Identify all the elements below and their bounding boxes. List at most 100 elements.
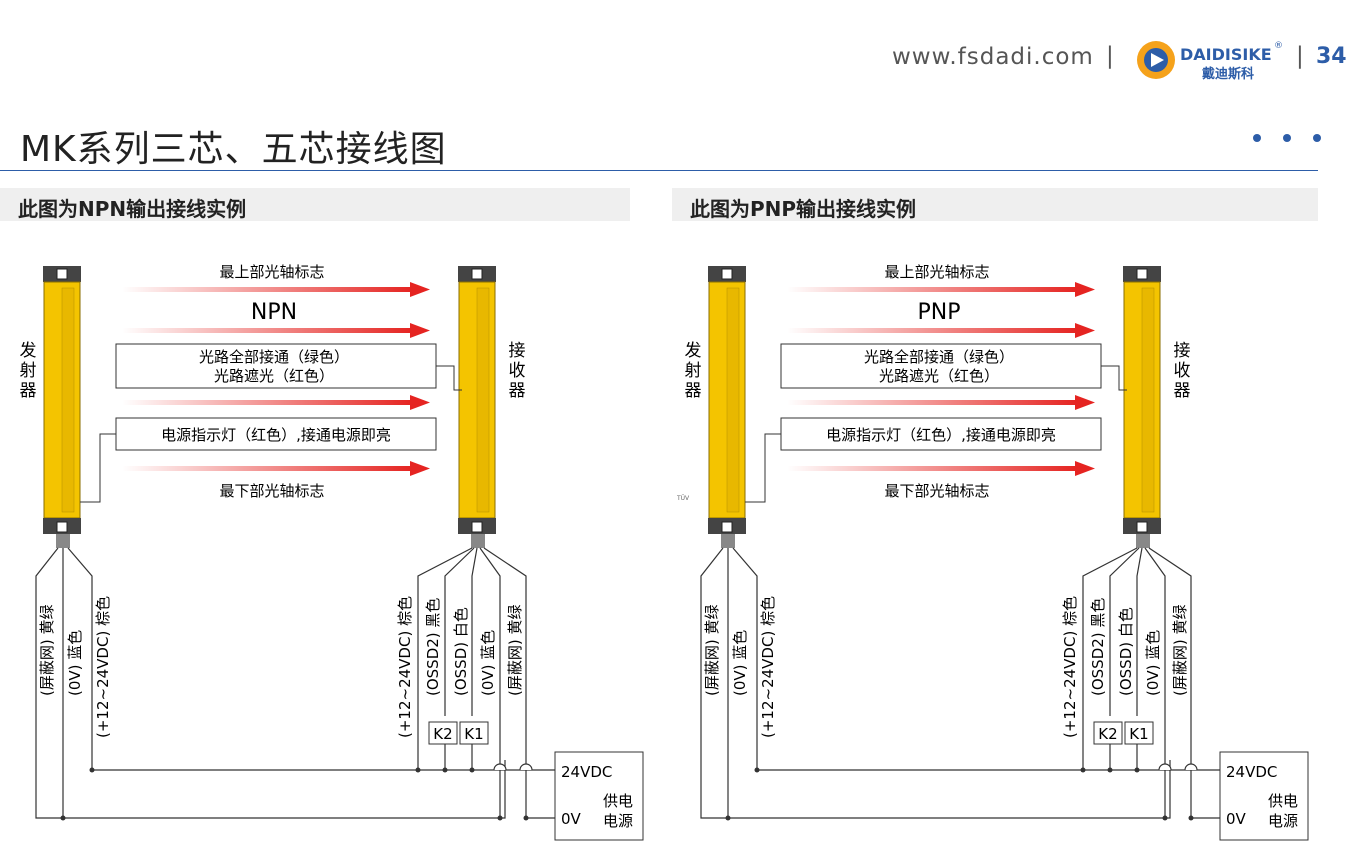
page-number: 34 xyxy=(1316,44,1347,69)
wire-label: (+12~24VDC) 棕色 xyxy=(396,596,414,738)
svg-text:器: 器 xyxy=(20,381,37,401)
beam-arrow xyxy=(122,282,430,297)
wire-label: (+12~24VDC) 棕色 xyxy=(759,596,777,738)
brand-name-cn: 戴迪斯科 xyxy=(1202,66,1254,82)
pnp-diagram-panel: 发 射 器 接 收 器 最上部光轴标志 PNP 最下部光轴标志 光路全部接通（绿… xyxy=(665,240,1315,860)
relay-k1 xyxy=(459,721,489,745)
light-status-leader xyxy=(1101,365,1127,391)
receiver-label: 接 收 器 xyxy=(509,341,526,401)
svg-text:收: 收 xyxy=(1174,361,1191,381)
svg-text:器: 器 xyxy=(509,381,526,401)
bottom-axis-label: 最下部光轴标志 xyxy=(219,482,324,500)
relay-k2-label: K2 xyxy=(433,725,452,743)
beam-arrow xyxy=(787,323,1095,338)
relay-k1-label: K1 xyxy=(1129,725,1148,743)
power-indicator-text: 电源指示灯（红色）,接通电源即亮 xyxy=(826,426,1056,444)
page-title: MK系列三芯、五芯接线图 xyxy=(20,129,447,170)
title-rule xyxy=(0,170,1318,171)
emitter-wire-labels: (屏蔽网) 黄绿 (0V) 蓝色 (+12~24VDC) 棕色 xyxy=(38,596,112,738)
relay-k2-label: K2 xyxy=(1098,725,1117,743)
output-type-label: NPN xyxy=(251,300,297,325)
website-url[interactable]: www.fsdadi.com xyxy=(892,44,1094,70)
supply-label-2: 电源 xyxy=(1268,812,1298,830)
svg-text:发: 发 xyxy=(20,341,37,361)
junction-dots xyxy=(725,767,1194,821)
power-indicator-text: 电源指示灯（红色）,接通电源即亮 xyxy=(161,426,391,444)
power-supply-box xyxy=(1219,751,1309,841)
beam-arrow xyxy=(122,395,430,410)
svg-text:器: 器 xyxy=(685,381,702,401)
receiver-label: 接 收 器 xyxy=(1174,341,1191,401)
receiver-wires xyxy=(417,547,527,818)
wire-label: (OSSD2) 黑色 xyxy=(1089,598,1107,696)
light-beam-arrows xyxy=(122,282,430,476)
svg-text:接: 接 xyxy=(1174,341,1191,361)
relay-k1-label: K1 xyxy=(464,725,483,743)
wire-label: (+12~24VDC) 棕色 xyxy=(1061,596,1079,738)
light-status-line1: 光路全部接通（绿色） xyxy=(864,348,1014,366)
light-status-box xyxy=(780,343,1102,389)
wire-label: (屏蔽网) 黄绿 xyxy=(506,605,524,696)
wiring-diagram: 发 射 器 接 收 器 最上部光轴标志 PNP 最下部光轴标志 光路全部接通（绿… xyxy=(676,263,1309,841)
emitter-wire-labels: (屏蔽网) 黄绿 (0V) 蓝色 (+12~24VDC) 棕色 xyxy=(703,596,777,738)
wire-crossover xyxy=(1158,763,1198,771)
bottom-axis-label: 最下部光轴标志 xyxy=(884,482,989,500)
wire-crossover xyxy=(493,763,533,771)
beam-arrow xyxy=(787,461,1095,476)
light-status-line2: 光路遮光（红色） xyxy=(214,367,334,385)
emitter-sensor xyxy=(43,266,81,548)
wire-label: (屏蔽网) 黄绿 xyxy=(1171,605,1189,696)
relay-k2 xyxy=(428,721,458,745)
light-status-line2: 光路遮光（红色） xyxy=(879,367,999,385)
svg-text:器: 器 xyxy=(1174,381,1191,401)
wire-label: (0V) 蓝色 xyxy=(66,630,84,696)
beam-arrow xyxy=(787,282,1095,297)
wire-label: (屏蔽网) 黄绿 xyxy=(38,605,56,696)
ellipsis-dots-icon xyxy=(1253,134,1321,142)
emitter-sensor xyxy=(708,266,746,548)
top-axis-label: 最上部光轴标志 xyxy=(884,263,989,281)
section-heading-text: 此图为NPN输出接线实例 xyxy=(18,197,247,221)
power-indicator-box xyxy=(115,417,437,451)
junction-dots xyxy=(60,767,529,821)
svg-text:接: 接 xyxy=(509,341,526,361)
daidisike-logo: DAIDISIKE ® 戴迪斯科 xyxy=(1137,41,1283,82)
emitter-label: 发 射 器 xyxy=(20,341,37,401)
output-type-label: PNP xyxy=(918,300,961,325)
receiver-sensor xyxy=(458,266,496,548)
receiver-sensor xyxy=(1123,266,1161,548)
stray-mark: TÜV xyxy=(676,495,690,502)
wire-label: (0V) 蓝色 xyxy=(731,630,749,696)
light-status-box xyxy=(115,343,437,389)
top-axis-label: 最上部光轴标志 xyxy=(219,263,324,281)
emitter-wires xyxy=(35,547,555,819)
relay-k2 xyxy=(1093,721,1123,745)
svg-text:射: 射 xyxy=(685,361,702,381)
beam-arrow xyxy=(787,395,1095,410)
wire-label: (OSSD2) 黑色 xyxy=(424,598,442,696)
supply-label-1: 供电 xyxy=(1268,792,1298,810)
power-indicator-box xyxy=(780,417,1102,451)
light-beam-arrows xyxy=(787,282,1095,476)
section-heading-text: 此图为PNP输出接线实例 xyxy=(690,197,917,221)
header-separator-2: | xyxy=(1296,43,1304,69)
wire-label: (+12~24VDC) 棕色 xyxy=(94,596,112,738)
supply-0v-label: 0V xyxy=(1226,810,1247,828)
registered-mark: ® xyxy=(1274,41,1283,51)
wire-label: (OSSD) 白色 xyxy=(1117,607,1135,696)
section-heading-npn: 此图为NPN输出接线实例 xyxy=(0,188,630,221)
relay-k1 xyxy=(1124,721,1154,745)
light-status-leader xyxy=(436,365,462,391)
wire-label: (OSSD) 白色 xyxy=(452,607,470,696)
receiver-wire-labels: (+12~24VDC) 棕色 (OSSD2) 黑色 (OSSD) 白色 (0V)… xyxy=(1061,596,1189,738)
emitter-label: 发 射 器 xyxy=(685,341,702,401)
supply-24v-label: 24VDC xyxy=(1226,763,1277,781)
supply-0v-label: 0V xyxy=(561,810,582,828)
beam-arrow xyxy=(122,461,430,476)
brand-name: DAIDISIKE xyxy=(1180,45,1272,64)
svg-text:发: 发 xyxy=(685,341,702,361)
supply-label-2: 电源 xyxy=(603,812,633,830)
receiver-wire-labels: (+12~24VDC) 棕色 (OSSD2) 黑色 (OSSD) 白色 (0V)… xyxy=(396,596,524,738)
supply-label-1: 供电 xyxy=(603,792,633,810)
wire-label: (0V) 蓝色 xyxy=(479,630,497,696)
